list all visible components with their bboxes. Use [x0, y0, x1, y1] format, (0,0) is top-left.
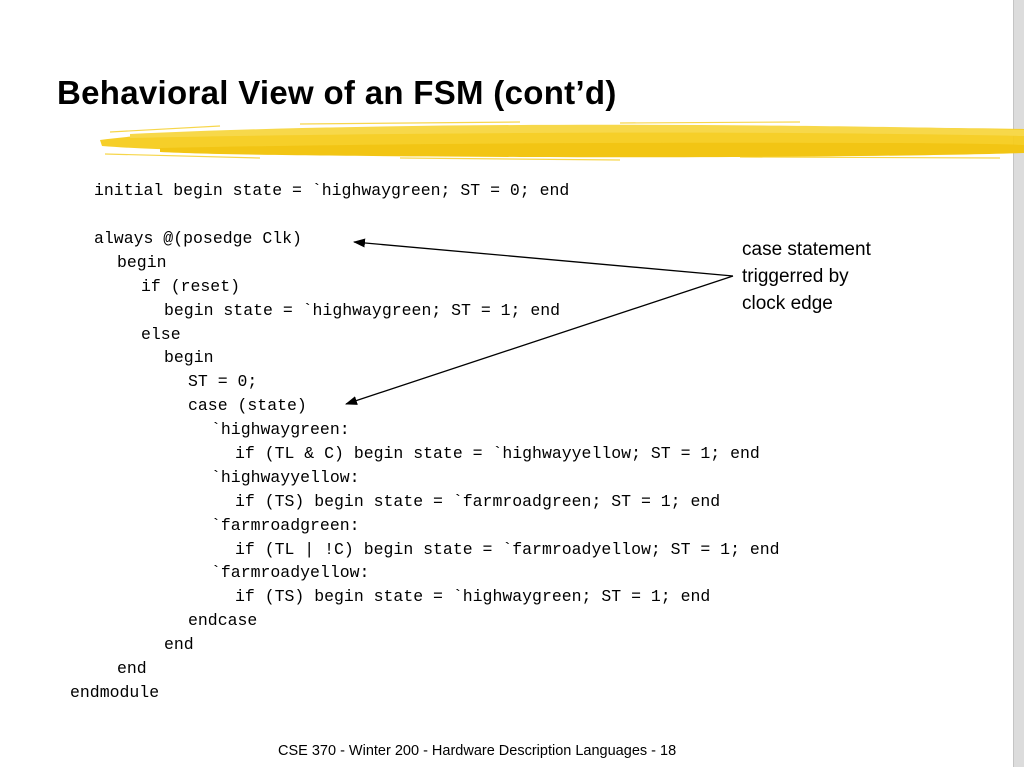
code-line: always @(posedge Clk) — [94, 229, 302, 248]
code-line: end — [117, 659, 147, 678]
code-line: `highwayyellow: — [211, 468, 360, 487]
code-line: begin — [117, 253, 167, 272]
slide-footer: CSE 370 - Winter 200 - Hardware Descript… — [278, 743, 677, 759]
code-line: if (reset) — [141, 277, 241, 296]
code-line: endmodule — [70, 683, 160, 702]
code-line: end — [164, 635, 194, 654]
window-edge-scrollbar — [1013, 0, 1024, 767]
code-line: if (TS) begin state = `highwaygreen; ST … — [235, 587, 711, 606]
title-highlight-stroke — [100, 121, 1024, 161]
slide-title: Behavioral View of an FSM (cont’d) — [57, 74, 617, 111]
code-line: initial begin state = `highwaygreen; ST … — [94, 181, 570, 200]
code-line: begin state = `highwaygreen; ST = 1; end — [164, 301, 561, 320]
code-line: if (TL | !C) begin state = `farmroadyell… — [235, 540, 780, 559]
code-line: endcase — [188, 611, 258, 630]
code-line: `farmroadgreen: — [211, 516, 360, 535]
code-line: begin — [164, 348, 214, 367]
code-line: else — [141, 325, 181, 344]
annotation-line: case statement — [742, 239, 871, 260]
code-line: ST = 0; — [188, 372, 258, 391]
arrow-to-case — [345, 275, 734, 405]
annotation-line: triggerred by — [742, 266, 849, 287]
code-line: `highwaygreen: — [211, 420, 350, 439]
annotation-line: clock edge — [742, 293, 833, 314]
code-line: if (TL & C) begin state = `highwayyellow… — [235, 444, 760, 463]
code-line: case (state) — [188, 396, 307, 415]
code-line: `farmroadyellow: — [211, 563, 370, 582]
annotation-callout: case statement triggerred by clock edge — [742, 236, 871, 317]
arrow-to-always — [353, 238, 734, 277]
code-line: if (TS) begin state = `farmroadgreen; ST… — [235, 492, 721, 511]
